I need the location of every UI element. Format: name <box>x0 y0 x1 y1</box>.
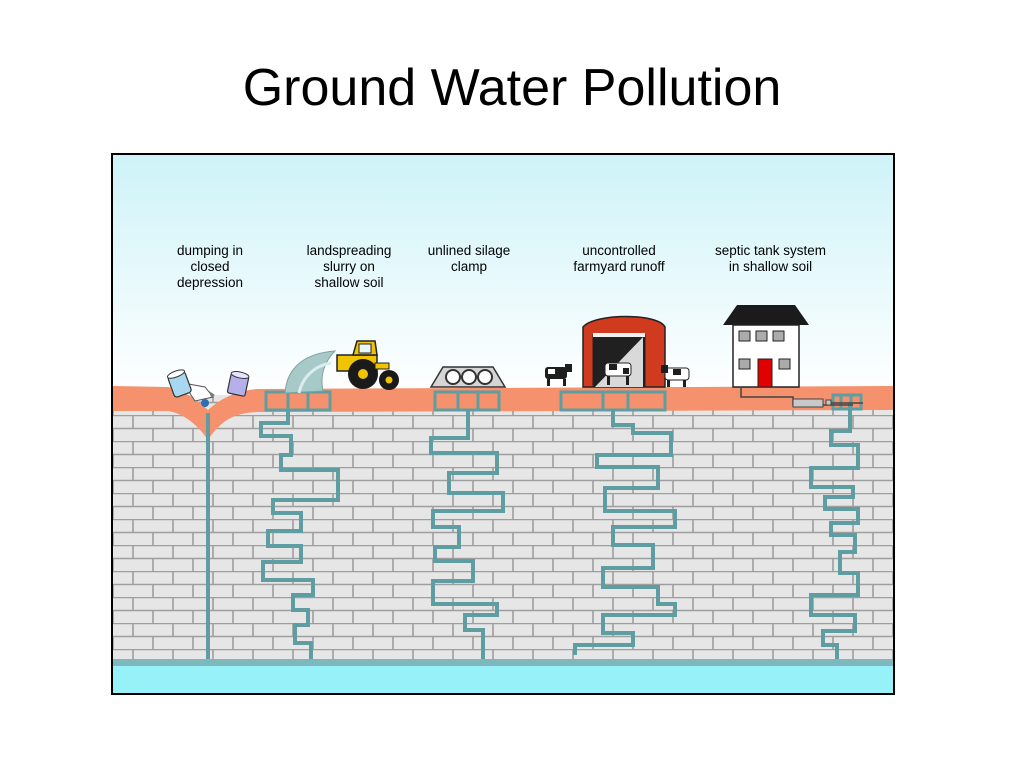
waste-barrels-icon <box>166 369 250 407</box>
pathway-landspreading <box>259 411 340 659</box>
label-septic: septic tank system in shallow soil <box>714 243 827 274</box>
silage-bales-icon <box>429 366 507 388</box>
cow-right <box>661 365 690 387</box>
groundwater-diagram: dumping in closed depression landspreadi… <box>111 153 895 695</box>
soakaway-boxes <box>264 390 863 412</box>
pollutant-pathways <box>206 403 860 659</box>
label-silage: unlined silage clamp <box>427 243 511 274</box>
pathway-silage <box>429 411 505 659</box>
pathway-septic <box>809 403 860 659</box>
barn-cows-icon <box>545 315 690 388</box>
label-dumping: dumping in closed depression <box>176 243 244 290</box>
page-title: Ground Water Pollution <box>242 59 782 117</box>
cow-left <box>545 364 572 386</box>
water-table <box>113 659 893 666</box>
septic-soakaway <box>831 393 863 411</box>
pathway-farmyard <box>573 411 677 655</box>
aquifer <box>113 666 893 693</box>
cow-middle <box>604 362 632 385</box>
label-farmyard: uncontrolled farmyard runoff <box>573 243 665 274</box>
silage-soakaway <box>433 390 501 412</box>
label-landspreading: landspreading slurry on shallow soil <box>306 243 392 290</box>
farmyard-soakaway <box>559 390 667 412</box>
bedrock <box>113 395 893 663</box>
house-septic-icon <box>723 305 863 408</box>
diagram-canvas <box>113 155 893 693</box>
tractor-spreader-icon <box>284 340 399 394</box>
